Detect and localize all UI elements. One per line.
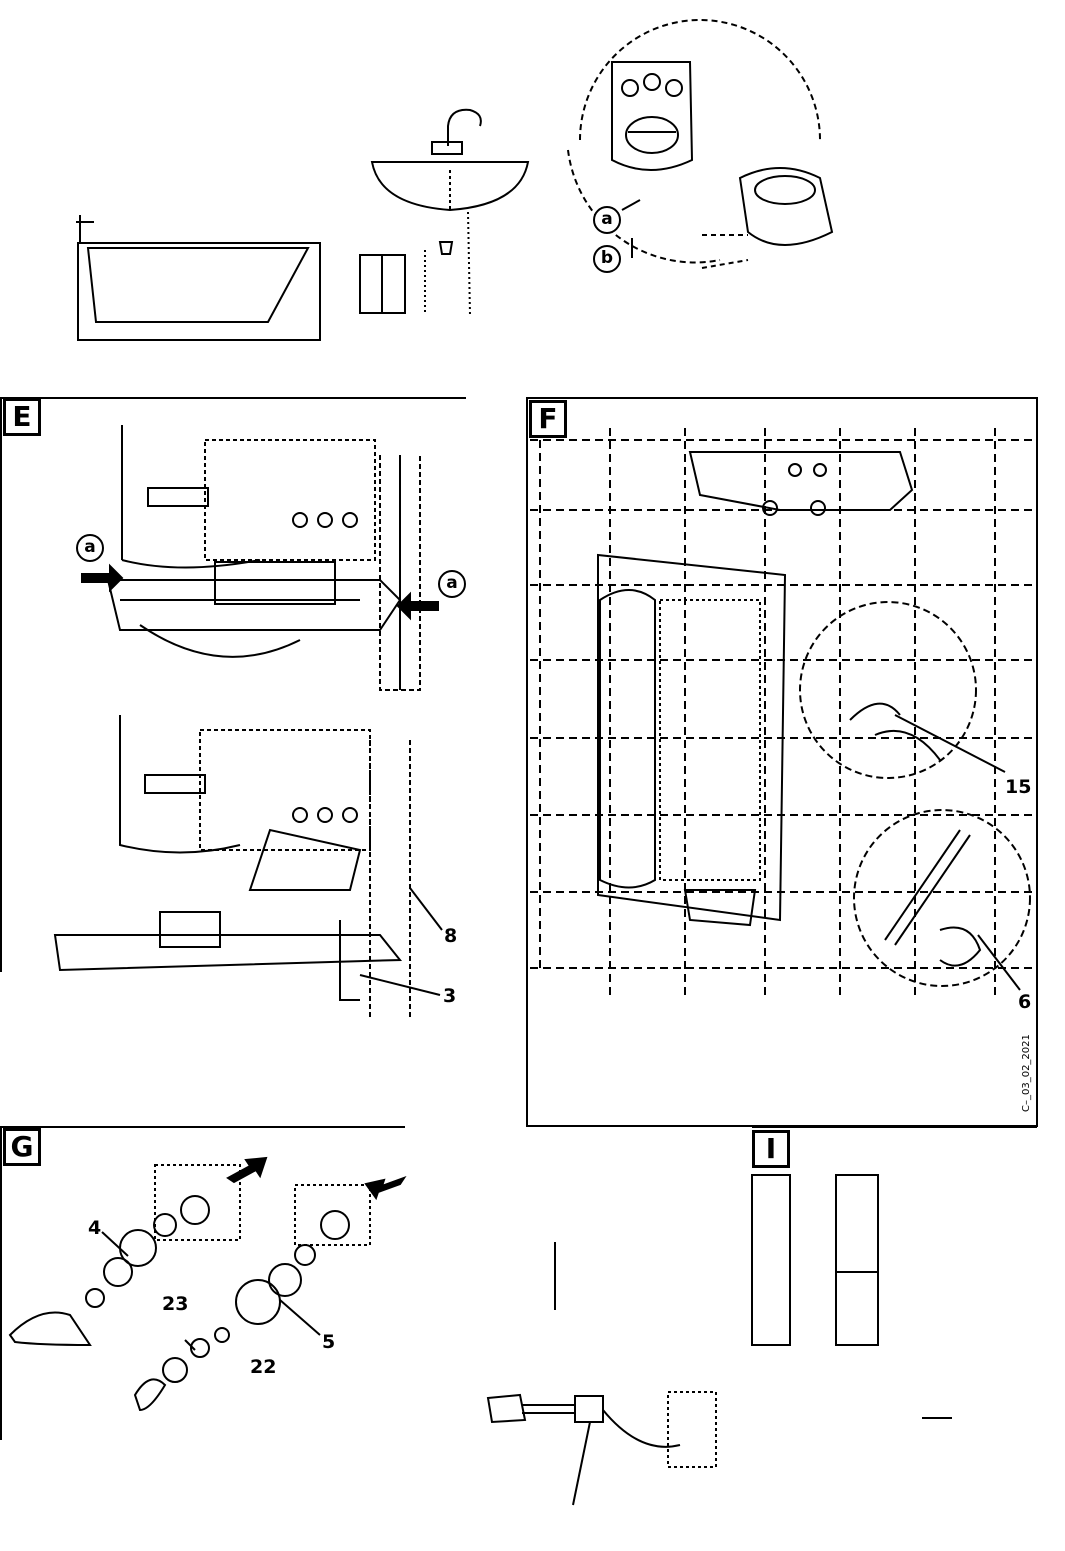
section-g-drawing — [10, 1165, 370, 1410]
arrow-g-in — [366, 1178, 404, 1198]
cable-tester-illustration — [488, 1392, 716, 1505]
washbasin-illustration — [360, 110, 528, 315]
section-i-drawing — [555, 1175, 952, 1418]
section-label-f: F — [529, 400, 567, 438]
arrow-g-out — [228, 1158, 266, 1182]
section-e-upper-drawing — [108, 425, 420, 690]
callout-g-23: 23 — [162, 1294, 188, 1314]
arrow-left-push — [82, 566, 122, 590]
callout-e-3: 3 — [443, 986, 456, 1006]
callout-top-a: a — [593, 206, 621, 234]
callout-f-6: 6 — [1018, 992, 1031, 1012]
section-e-lower-drawing — [55, 715, 442, 1020]
callout-g-22: 22 — [250, 1357, 276, 1377]
callout-top-b: b — [593, 245, 621, 273]
callout-e-8: 8 — [444, 926, 457, 946]
section-label-e: E — [3, 398, 41, 436]
figure-code: C–_03_02_2021 — [1021, 1034, 1032, 1112]
section-label-i: I — [752, 1130, 790, 1168]
callout-g-5: 5 — [322, 1332, 335, 1352]
section-label-g: G — [3, 1128, 41, 1166]
zoom-circle-6 — [854, 810, 1030, 990]
zoom-circle-15 — [800, 602, 1005, 778]
arrow-right-push — [398, 594, 438, 618]
bathtub-illustration — [76, 215, 320, 340]
callout-g-4: 4 — [88, 1218, 101, 1238]
callout-f-15: 15 — [1005, 777, 1031, 797]
callout-e-a-left: a — [76, 534, 104, 562]
callout-e-a-right: a — [438, 570, 466, 598]
